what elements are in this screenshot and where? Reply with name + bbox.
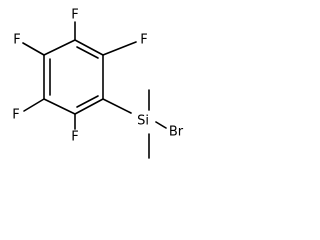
substituent-bonds — [22, 21, 167, 159]
ring-double-bond-c3-c4 — [76, 95, 99, 108]
atom-label-f-top: F — [71, 8, 78, 23]
benzene-ring — [43, 39, 104, 115]
ring-bond-c1-c2 — [74, 39, 104, 56]
atom-label-f-bottom: F — [71, 130, 78, 145]
ring-bond-c3-c4 — [74, 98, 104, 115]
bond-si-br — [155, 121, 167, 129]
atom-label-silicon: Si — [137, 114, 149, 129]
atom-label-f-upper-right: F — [140, 33, 147, 48]
bond-c3-si — [102, 98, 132, 114]
ring-bond-c6-c1 — [43, 39, 76, 56]
ring-bond-c4-c5 — [43, 98, 76, 115]
chemical-structure: F F F F F Si Br — [12, 8, 184, 159]
atom-label-bromine: Br — [169, 125, 184, 140]
bond-c5-f-lower-left — [23, 98, 45, 112]
atom-label-f-upper-left: F — [13, 33, 20, 48]
ring-double-bond-c1-c2 — [76, 46, 99, 59]
atom-labels: F F F F F Si Br — [12, 8, 184, 145]
bond-c2-f-upper-right — [102, 41, 137, 56]
atom-label-f-lower-left: F — [12, 108, 19, 123]
bond-c6-f-upper-left — [22, 42, 45, 56]
